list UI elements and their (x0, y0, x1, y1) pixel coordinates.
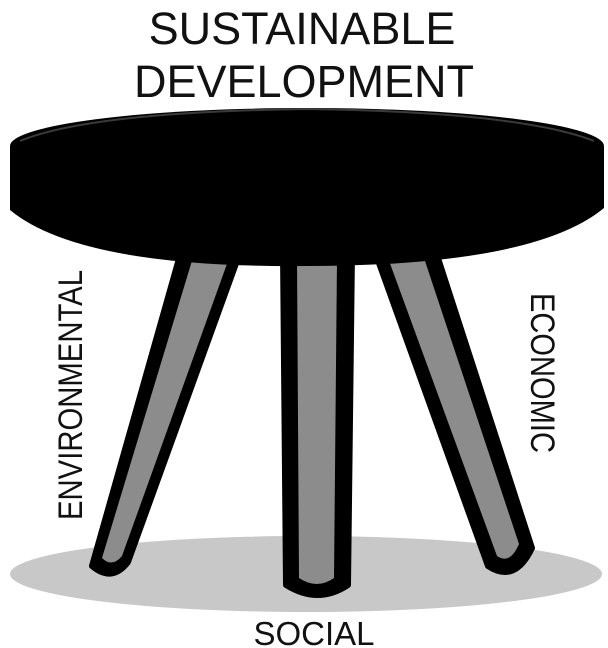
leg-economic (372, 249, 535, 575)
label-social: SOCIAL (253, 615, 374, 648)
leg-social (280, 249, 355, 598)
title-line-1: SUSTAINABLE (149, 3, 456, 54)
leg-environmental (89, 245, 241, 577)
stool-seat (10, 107, 604, 267)
label-economic: ECONOMIC (523, 293, 561, 453)
label-environmental: ENVIRONMENTAL (52, 270, 90, 520)
title-line-2: DEVELOPMENT (134, 56, 474, 107)
